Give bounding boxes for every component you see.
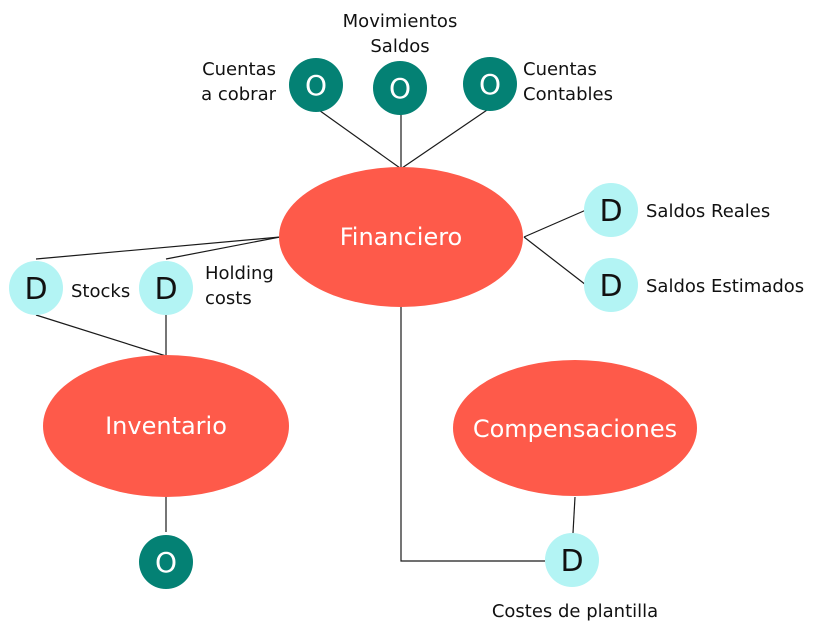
label-cuentas-contables-line1: Cuentas	[523, 59, 597, 80]
edge-cuentas-contables-financiero	[401, 107, 491, 169]
d-node-stocks[interactable]: D	[9, 261, 63, 315]
d-circle	[584, 258, 638, 312]
label-cuentas-cobrar-line2: a cobrar	[201, 84, 277, 105]
d-letter: D	[24, 272, 47, 307]
label-movimientos-line1: Movimientos	[343, 11, 458, 32]
label-stocks: Stocks	[71, 281, 130, 302]
edge-financiero-holding	[165, 236, 281, 260]
entity-compensaciones[interactable]: Compensaciones	[453, 360, 697, 496]
o-circle	[463, 57, 517, 111]
label-saldos-estimados: Saldos Estimados	[646, 276, 804, 297]
o-node-cuentas-cobrar[interactable]: O	[289, 58, 343, 112]
edge-compensaciones-costes	[572, 496, 576, 534]
edge-financiero-saldos-estimados	[523, 236, 587, 286]
d-letter: D	[560, 544, 583, 579]
d-node-saldos-reales[interactable]: D	[584, 183, 638, 237]
financiero-ellipse	[279, 167, 523, 307]
label-holding-line2: costs	[205, 288, 252, 309]
o-letter: O	[479, 68, 501, 101]
d-node-costes-plantilla[interactable]: D	[545, 533, 599, 587]
o-circle	[373, 61, 427, 115]
label-holding-line1: Holding	[205, 263, 274, 284]
o-node-cuentas-contables[interactable]: O	[463, 57, 517, 111]
label-costes-plantilla: Costes de plantilla	[492, 601, 658, 622]
d-circle	[139, 261, 193, 315]
d-circle	[584, 183, 638, 237]
entity-inventario[interactable]: Inventario	[43, 355, 289, 497]
inventario-ellipse	[43, 355, 289, 497]
edge-financiero-saldos-reales	[523, 209, 587, 238]
d-circle	[545, 533, 599, 587]
o-letter: O	[389, 72, 411, 105]
edge-cuentas-cobrar-financiero	[315, 107, 401, 169]
compensaciones-label: Compensaciones	[473, 415, 677, 443]
label-saldos-reales: Saldos Reales	[646, 201, 770, 222]
o-letter: O	[305, 69, 327, 102]
d-letter: D	[599, 269, 622, 304]
edge-financiero-stocks	[35, 236, 281, 260]
compensaciones-ellipse	[453, 360, 697, 496]
o-circle	[139, 535, 193, 589]
edges	[35, 107, 587, 562]
label-cuentas-cobrar-line1: Cuentas	[202, 59, 276, 80]
label-cuentas-contables-line2: Contables	[523, 84, 613, 105]
o-circle	[289, 58, 343, 112]
d-node-holding-costs[interactable]: D	[139, 261, 193, 315]
o-node-movimientos-saldos[interactable]: O	[373, 61, 427, 115]
d-circle	[9, 261, 63, 315]
entity-financiero[interactable]: Financiero	[279, 167, 523, 307]
inventario-label: Inventario	[105, 412, 227, 440]
o-letter: O	[155, 546, 177, 579]
d-letter: D	[154, 272, 177, 307]
edge-financiero-costes	[400, 307, 545, 562]
d-letter: D	[599, 194, 622, 229]
o-node-inventario[interactable]: O	[139, 535, 193, 589]
financiero-label: Financiero	[340, 223, 463, 251]
edge-stocks-inventario	[35, 314, 167, 357]
d-node-saldos-estimados[interactable]: D	[584, 258, 638, 312]
label-movimientos-line2: Saldos	[370, 36, 429, 57]
